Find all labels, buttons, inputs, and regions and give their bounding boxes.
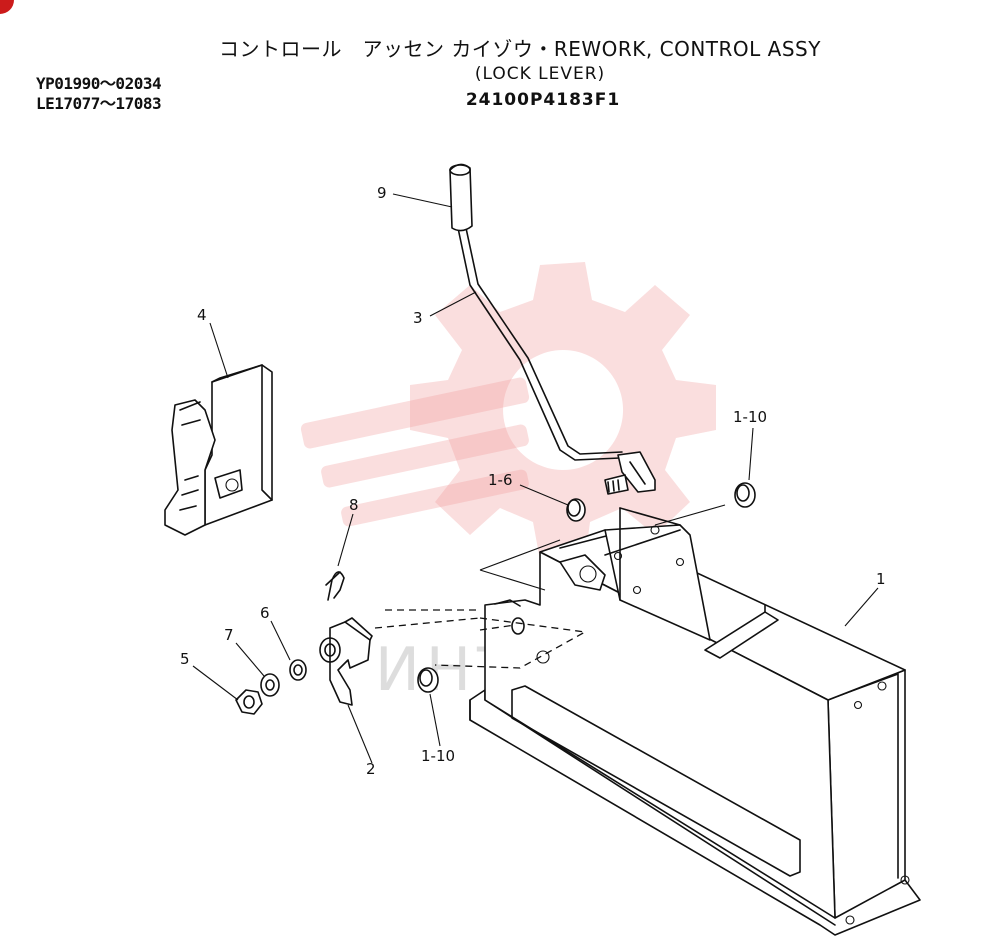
diagram-subtitle: (LOCK LEVER) <box>474 64 606 84</box>
callout-6: 6 <box>260 604 270 622</box>
assembly-guide-lines <box>374 504 726 669</box>
callout-9: 9 <box>377 184 387 202</box>
part-1-10-bushing-upper <box>734 482 756 508</box>
callout-1-10-upper: 1-10 <box>733 408 767 426</box>
callout-5: 5 <box>180 650 190 668</box>
serial-range-2: LE17077～17083 <box>36 94 162 113</box>
part-6-washer <box>289 659 307 681</box>
callout-7: 7 <box>224 626 234 644</box>
callout-1-10-lower: 1-10 <box>421 747 455 765</box>
callout-2: 2 <box>366 760 376 778</box>
part-1-6-bushing <box>566 498 586 522</box>
part-7-washer <box>260 673 280 697</box>
diagram-title: コントロール アッセン カイゾウ・REWORK, CONTROL ASSY <box>219 37 821 61</box>
part-9-grip <box>449 163 473 232</box>
part-1-frame <box>469 507 921 936</box>
part-5-nut <box>235 689 263 715</box>
leader-lines <box>192 193 879 764</box>
part-number: 24100P4183F1 <box>465 90 621 110</box>
part-4-lock-plate <box>164 364 273 536</box>
part-1-10-bushing-lower <box>417 667 439 693</box>
callout-4: 4 <box>197 306 207 324</box>
part-2-latch <box>319 617 373 706</box>
callout-labels: 9 3 4 1-6 1-10 1 8 6 7 5 2 1-10 <box>180 184 886 778</box>
part-3-lever-rod <box>457 227 656 495</box>
callout-1-6: 1-6 <box>488 471 513 489</box>
callout-1: 1 <box>876 570 886 588</box>
callout-3: 3 <box>413 309 423 327</box>
callout-8: 8 <box>349 496 359 514</box>
part-8-cotter-pin <box>325 571 345 601</box>
serial-range-1: YP01990～02034 <box>36 74 162 93</box>
